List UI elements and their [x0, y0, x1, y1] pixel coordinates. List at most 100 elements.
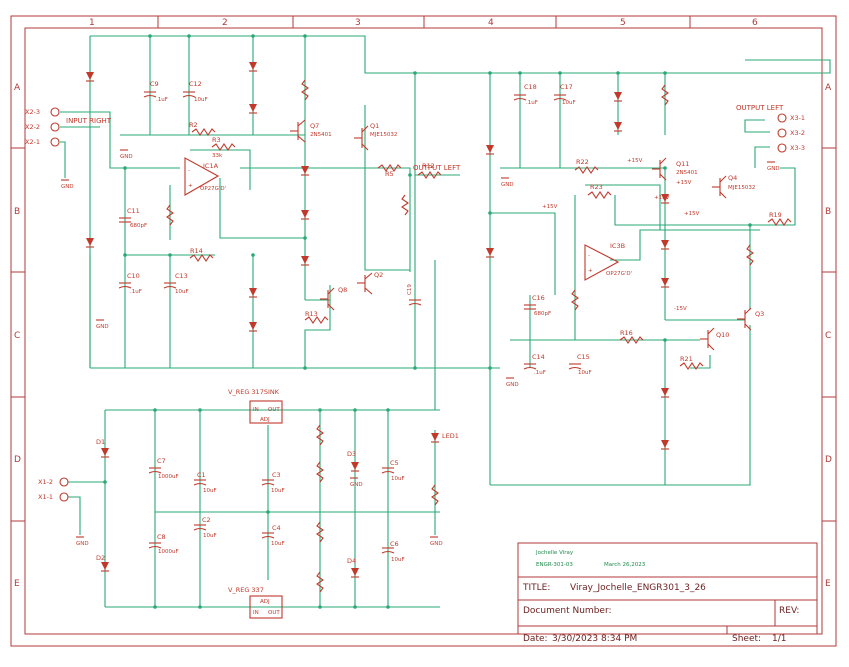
row-label: C	[14, 331, 20, 341]
opamp-ic1[interactable]: - + IC1A OP27G'D'	[184, 157, 226, 196]
diode[interactable]	[661, 278, 669, 288]
connector-pin[interactable]	[50, 137, 60, 147]
transistor-q4[interactable]: Q4 MJE15032	[712, 174, 755, 199]
diode[interactable]	[614, 92, 622, 102]
connector-pin[interactable]	[59, 477, 69, 487]
row-label: E	[14, 579, 20, 589]
vertical-resistors	[166, 79, 754, 593]
capacitor-c6[interactable]: C6 10uF	[381, 540, 405, 563]
resistor-r3[interactable]: R3 33k	[211, 136, 236, 159]
diode[interactable]	[661, 440, 669, 450]
capacitor-c13[interactable]: C13 10uF	[163, 272, 189, 295]
resistor-r19[interactable]: R19	[767, 211, 792, 226]
diode[interactable]	[486, 248, 494, 258]
diode[interactable]	[614, 122, 622, 132]
diode[interactable]	[249, 104, 257, 114]
svg-text:-: -	[188, 168, 190, 174]
diode[interactable]	[249, 62, 257, 72]
transistor-q3[interactable]: Q3	[737, 307, 764, 331]
resistor-r14[interactable]: R14	[189, 247, 214, 262]
svg-text:GND: GND	[350, 482, 363, 488]
led[interactable]: LED1	[431, 432, 459, 443]
svg-text:R3: R3	[212, 136, 221, 144]
pin-label: X3-1	[790, 114, 805, 122]
capacitor-c3[interactable]: C3 10uF	[261, 471, 285, 494]
svg-text:1000uF: 1000uF	[158, 474, 179, 480]
resistor-r12[interactable]: R12	[417, 162, 442, 179]
transistor-q1[interactable]: Q1 MJE15032	[354, 122, 397, 151]
capacitor-c18[interactable]: C18 .1uF	[513, 83, 538, 106]
diodes: D1 D2 D3 D4 LED1	[86, 62, 669, 578]
capacitor-c15[interactable]: C15 10uF	[568, 353, 592, 376]
opamp-ic3[interactable]: - + IC3B OP27G'D'	[584, 242, 632, 281]
svg-text:C2: C2	[202, 516, 211, 524]
capacitor-c11[interactable]: C11 680pF	[119, 207, 147, 229]
diode[interactable]	[301, 256, 309, 266]
capacitor-c4[interactable]: C4 10uF	[261, 524, 285, 547]
resistor-r5[interactable]: R5	[377, 164, 402, 178]
connector-pin[interactable]	[777, 113, 787, 123]
capacitor-c2[interactable]: C2 10uF	[193, 516, 217, 539]
svg-text:C6: C6	[390, 540, 399, 548]
diode[interactable]	[86, 238, 94, 248]
svg-text:+15V: +15V	[627, 158, 643, 164]
resistor-r16[interactable]: R16	[619, 329, 644, 344]
capacitor-c5[interactable]: C5 10uF	[381, 459, 405, 482]
diode-d1[interactable]: D1	[96, 438, 109, 458]
resistor-r21[interactable]: R21	[679, 355, 704, 370]
svg-text:10uF: 10uF	[271, 488, 285, 494]
diode-d4[interactable]: D4	[347, 557, 359, 578]
sheet-value: 1/1	[772, 634, 786, 644]
transistor-q2[interactable]: Q2	[357, 271, 383, 295]
svg-text:LED1: LED1	[442, 432, 459, 440]
diode-d2[interactable]: D2	[96, 554, 109, 572]
capacitor-c14[interactable]: C14 .1uF	[523, 353, 546, 376]
part-value: OP27G'D'	[606, 271, 632, 277]
capacitor-c10[interactable]: C10 .1uF	[118, 272, 142, 295]
regulator-bottom[interactable]: ADJ IN OUT V_REG 337	[228, 586, 283, 619]
regulator-top[interactable]: IN OUT ADJ V_REG 317SINK	[228, 388, 283, 424]
capacitor-c16[interactable]: C16 680pF	[524, 294, 551, 317]
diode[interactable]	[249, 288, 257, 298]
connector-pin[interactable]	[50, 122, 60, 132]
capacitor-c12[interactable]: C12 10uF	[182, 80, 208, 103]
svg-text:GND: GND	[430, 541, 443, 547]
transistor-q10[interactable]: Q10	[700, 327, 729, 351]
diode[interactable]	[301, 210, 309, 220]
resistor-r23[interactable]: R23	[587, 183, 612, 199]
capacitor-c7[interactable]: C7 1000uF	[148, 457, 179, 480]
pin-label: X3-2	[790, 129, 805, 137]
svg-text:GND: GND	[61, 184, 74, 190]
svg-text:C7: C7	[157, 457, 166, 465]
resistor-r2[interactable]: R2	[189, 121, 216, 136]
capacitor-c19[interactable]: C19	[407, 284, 422, 306]
gnd-icon: GND	[350, 477, 363, 488]
diode[interactable]	[661, 194, 669, 204]
capacitor-c1[interactable]: C1 10uF	[193, 471, 217, 494]
transistor-q7[interactable]: Q7 2N5401	[290, 119, 332, 143]
capacitor-c9[interactable]: C9 .1uF	[143, 80, 168, 103]
svg-text:R12: R12	[422, 162, 435, 170]
connector-pin[interactable]	[777, 143, 787, 153]
svg-text:R22: R22	[576, 158, 589, 166]
resistor-r22[interactable]: R22	[574, 158, 599, 174]
transistor-q11[interactable]: Q11 2N5401	[652, 157, 698, 181]
diode[interactable]	[249, 322, 257, 332]
connector-pin[interactable]	[59, 492, 69, 502]
title-value: Viray_Jochelle_ENGR301_3_26	[570, 583, 706, 593]
resistor-r13[interactable]: R13	[304, 310, 329, 324]
diode-d3[interactable]: D3	[347, 450, 359, 472]
diode[interactable]	[86, 72, 94, 82]
diode[interactable]	[301, 166, 309, 176]
connector-pin[interactable]	[50, 107, 60, 117]
row-label: A	[825, 83, 832, 93]
transistor-q8[interactable]: Q8	[320, 286, 347, 311]
capacitor-c8[interactable]: C8 1000uF	[148, 533, 179, 555]
diode[interactable]	[661, 240, 669, 250]
diode[interactable]	[661, 388, 669, 398]
capacitor-c17[interactable]: C17 10uF	[553, 83, 576, 106]
connector-pin[interactable]	[777, 128, 787, 138]
row-label: B	[825, 207, 831, 217]
diode[interactable]	[486, 145, 494, 155]
svg-text:1000uF: 1000uF	[158, 549, 179, 555]
